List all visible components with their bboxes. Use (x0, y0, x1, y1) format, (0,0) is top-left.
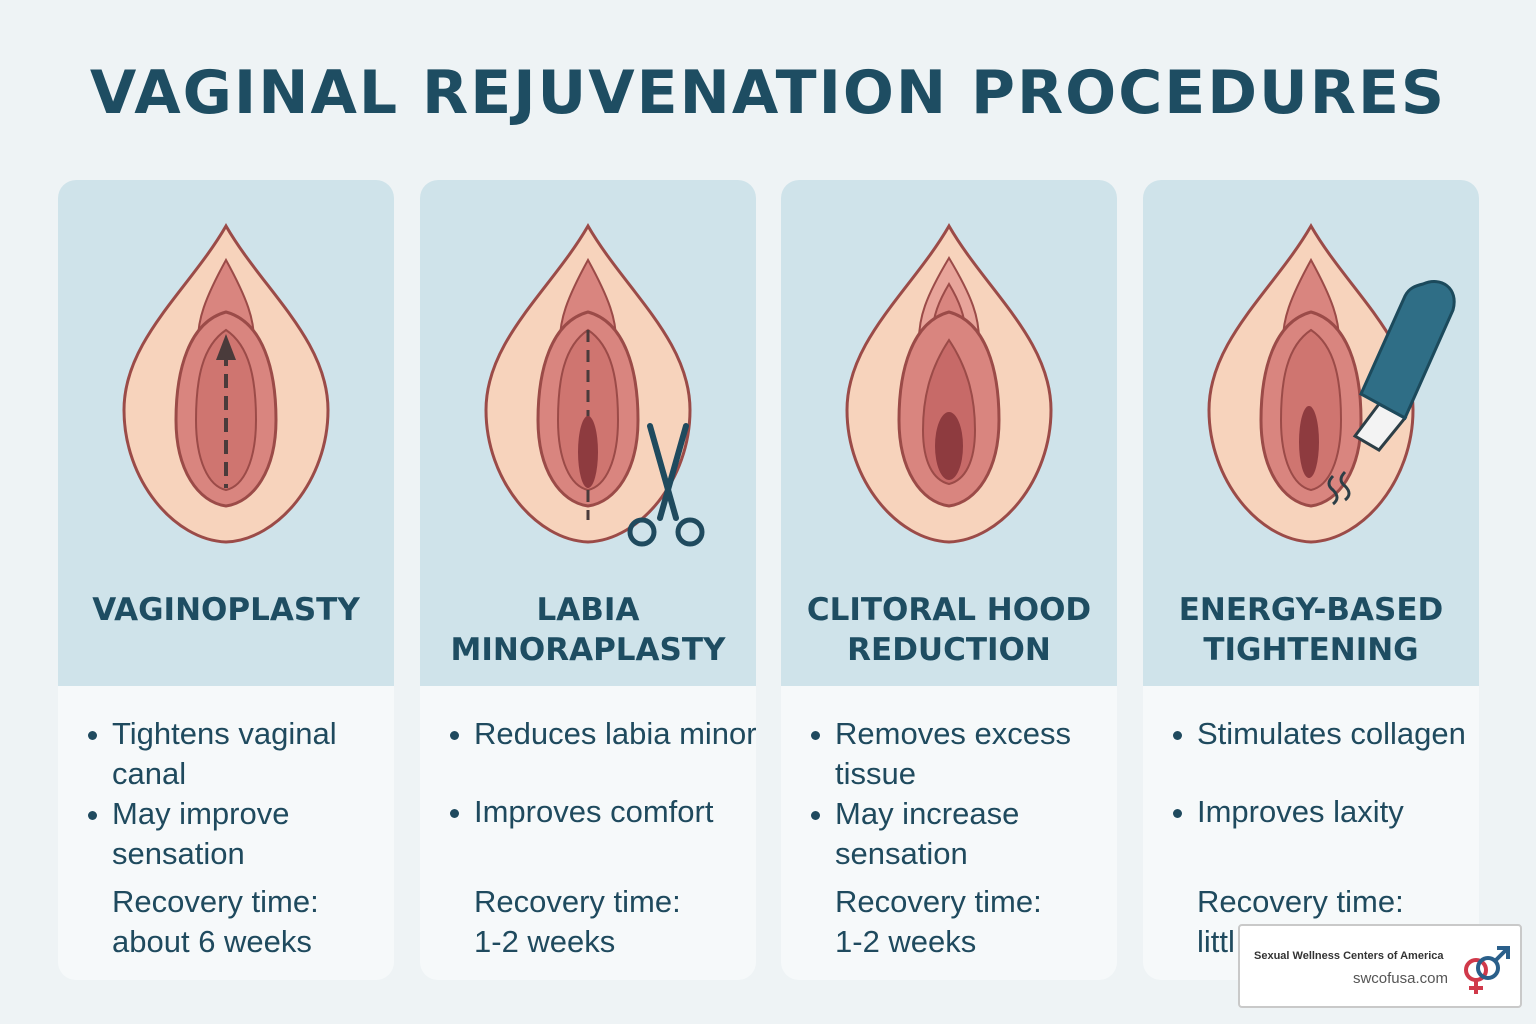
benefit-item: Improves laxity (1173, 792, 1473, 832)
watermark-badge: Sexual Wellness Centers of America swcof… (1238, 924, 1522, 1008)
procedure-name: LABIA MINORAPLASTY (450, 592, 726, 668)
benefit-item: Removes excess tissue (811, 714, 1111, 794)
recovery-time: Recovery time: 1-2 weeks (474, 884, 681, 959)
procedure-name: VAGINOPLASTY (92, 592, 360, 628)
benefit-list: Reduces labia minora Improves comfort (450, 714, 756, 832)
badge-website: swcofusa.com (1352, 970, 1448, 987)
procedure-card-labia-minoraplasty: LABIA MINORAPLASTY Reduces labia minora … (420, 180, 756, 980)
procedure-card-vaginoplasty: VAGINOPLASTY Tightens vaginal canal May … (58, 180, 394, 980)
benefit-list: Removes excess tissue May increase sensa… (811, 714, 1111, 874)
benefit-item: Improves comfort (450, 792, 750, 832)
benefit-list: Stimulates collagen Improves laxity (1173, 714, 1473, 832)
anatomy-illustration (1207, 223, 1456, 544)
recovery-time: Recovery time: about 6 weeks (112, 884, 319, 959)
procedure-name: CLITORAL HOOD REDUCTION (806, 592, 1092, 668)
benefit-list: Tightens vaginal canal May improve sensa… (88, 714, 388, 874)
badge-org-name: Sexual Wellness Centers of America (1254, 950, 1444, 962)
anatomy-illustration (845, 223, 1053, 544)
benefit-item: May increase sensation (811, 794, 1111, 874)
anatomy-illustration (122, 223, 330, 544)
recovery-time: Recovery time: 1-2 weeks (835, 884, 1042, 959)
benefit-item: Reduces labia minora (450, 714, 756, 754)
page-title: VAGINAL REJUVENATION PROCEDURES (89, 58, 1447, 128)
energy-device-icon (1327, 280, 1456, 506)
procedure-card-energy-based-tightening: ENERGY-BASED TIGHTENING Stimulates colla… (1143, 180, 1479, 980)
anatomy-illustration (484, 223, 705, 547)
upward-arrow-icon (216, 334, 236, 488)
scissors-icon (627, 423, 705, 547)
procedure-name: ENERGY-BASED TIGHTENING (1178, 592, 1444, 668)
gender-symbols-icon (1464, 946, 1510, 994)
benefit-item: Stimulates collagen (1173, 714, 1473, 754)
recovery-time: Recovery time: littl (1197, 884, 1404, 959)
benefit-item: Tightens vaginal canal (88, 714, 388, 794)
benefit-item: May improve sensation (88, 794, 388, 874)
procedure-card-clitoral-hood-reduction: CLITORAL HOOD REDUCTION Removes excess t… (781, 180, 1117, 980)
